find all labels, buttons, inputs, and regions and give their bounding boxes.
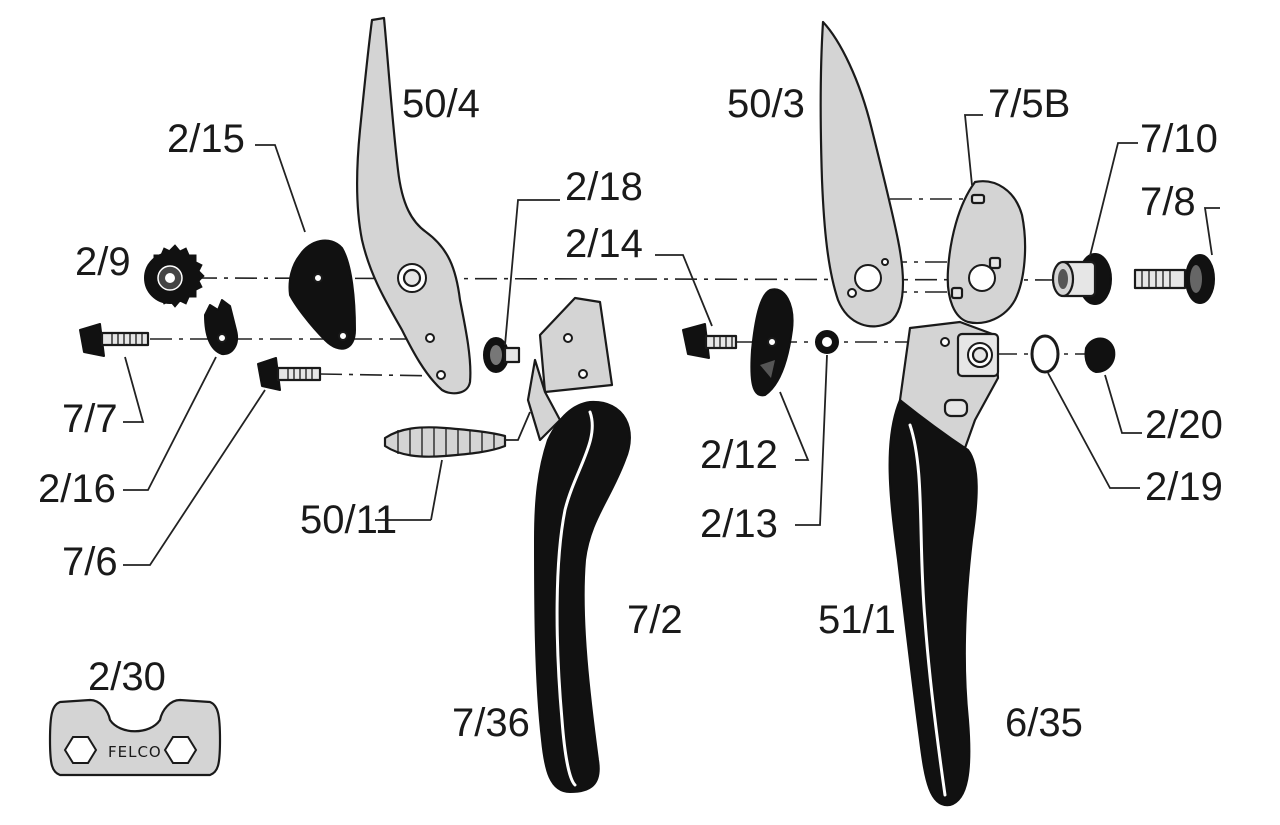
part-labels: 50/4 2/15 2/9 7/7 2/16 7/6 2/18 2/14 50/… [38, 82, 1223, 745]
wrench-stamp: FELCO [108, 743, 162, 761]
bolt-7-6 [257, 357, 322, 391]
label-6-35: 6/35 [1005, 701, 1083, 745]
nut-2-18 [483, 337, 521, 373]
label-2-20: 2/20 [1145, 403, 1223, 447]
label-50-11: 50/11 [300, 498, 397, 542]
label-7-10: 7/10 [1140, 117, 1218, 161]
label-2-9: 2/9 [75, 240, 131, 284]
label-7-36: 7/36 [452, 701, 530, 745]
label-7-2: 7/2 [627, 598, 683, 642]
label-7-5B: 7/5B [988, 82, 1070, 126]
washer-2-13 [815, 330, 839, 354]
lower-blade-50-3 [819, 20, 905, 328]
bolt-7-8 [1133, 254, 1215, 304]
label-2-16: 2/16 [38, 467, 116, 511]
label-2-14: 2/14 [565, 222, 643, 266]
label-50-3: 50/3 [727, 82, 805, 126]
label-2-30: 2/30 [88, 655, 166, 699]
spring-50-11 [383, 426, 507, 458]
ratchet-2-16 [204, 299, 238, 356]
label-7-7: 7/7 [62, 397, 118, 441]
bushing-7-10 [1051, 253, 1112, 305]
bolt-7-7 [79, 323, 150, 357]
wrench-2-30: FELCO [48, 698, 222, 777]
cap-2-20 [1084, 337, 1116, 373]
label-7-8: 7/8 [1140, 180, 1196, 224]
anvil-head-7-5B [946, 180, 1027, 325]
upper-blade-50-4 [356, 16, 472, 395]
label-51-1: 51/1 [818, 598, 896, 642]
bolt-2-14 [682, 323, 738, 359]
label-2-12: 2/12 [700, 433, 778, 477]
washer-2-12 [750, 288, 794, 397]
label-2-19: 2/19 [1145, 465, 1223, 509]
handle-51-1 [888, 320, 1000, 807]
label-2-18: 2/18 [565, 165, 643, 209]
label-2-13: 2/13 [700, 502, 778, 546]
adjusting-wheel-2-9 [144, 244, 205, 308]
leader-lines [123, 114, 1220, 566]
handle-7-2 [526, 296, 631, 793]
label-7-6: 7/6 [62, 540, 118, 584]
label-2-15: 2/15 [167, 117, 245, 161]
washer-2-19 [1030, 334, 1060, 374]
cam-2-15 [288, 239, 356, 350]
label-50-4: 50/4 [402, 82, 480, 126]
